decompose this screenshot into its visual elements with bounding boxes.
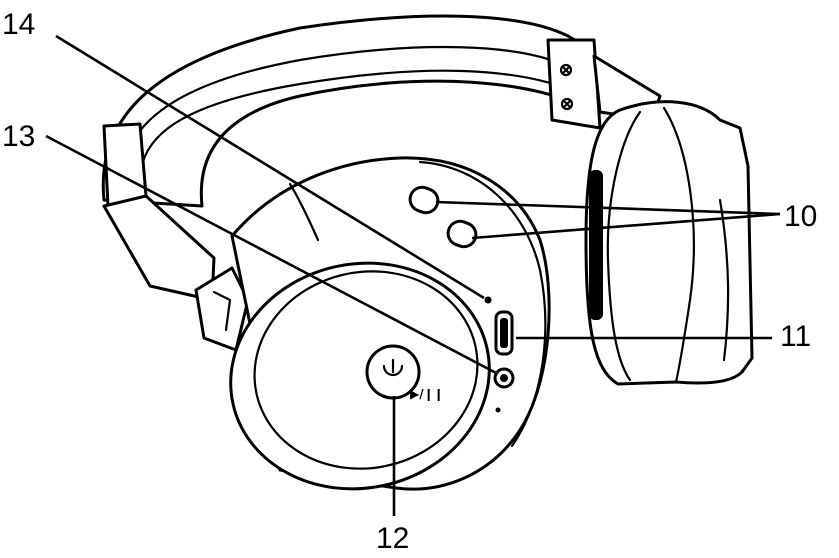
callout-12: 12 <box>376 522 409 555</box>
near-ear-cup: ▶/❙❙ <box>229 156 551 491</box>
callout-14: 14 <box>2 8 35 41</box>
leader-lines <box>45 34 781 516</box>
prev-track-button[interactable] <box>407 184 442 216</box>
far-ear-cup <box>584 100 754 386</box>
callout-13: 13 <box>2 120 35 153</box>
screw-icon <box>560 97 574 111</box>
power-icon <box>382 358 404 377</box>
play-pause-icon: ▶/❙❙ <box>410 387 444 401</box>
callout-10: 10 <box>784 200 817 233</box>
headband <box>101 14 662 352</box>
screw-icon <box>559 63 573 77</box>
indicator-light <box>484 296 492 304</box>
callout-11: 11 <box>780 320 811 353</box>
